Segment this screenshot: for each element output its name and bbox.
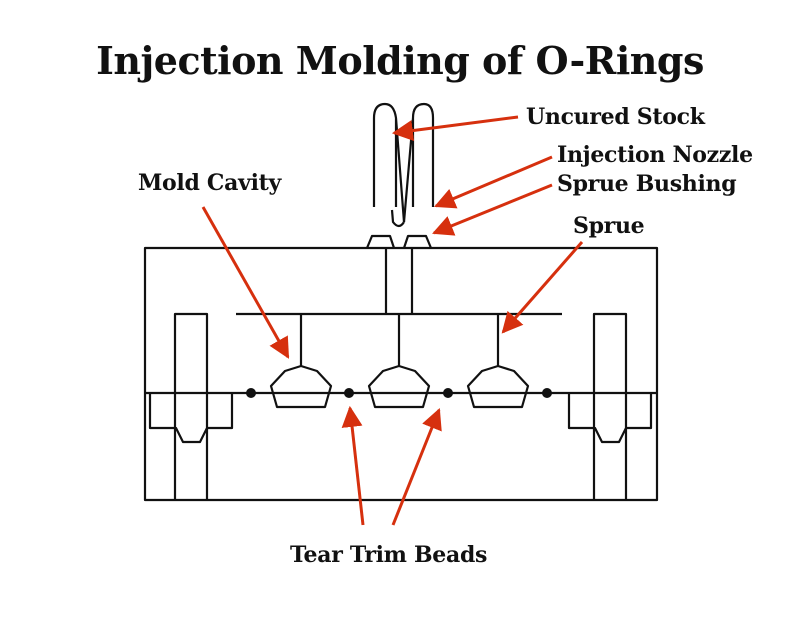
label-sprue-bushing: Sprue Bushing bbox=[557, 171, 737, 197]
arrow-injection-nozzle bbox=[434, 155, 553, 209]
bead-4 bbox=[542, 388, 552, 398]
label-injection-nozzle: Injection Nozzle bbox=[557, 142, 753, 168]
bead-2 bbox=[344, 388, 354, 398]
guide-pin-right bbox=[567, 312, 653, 500]
sprue-bushing bbox=[365, 234, 433, 249]
cavity-3 bbox=[466, 364, 530, 409]
injection-nozzle bbox=[372, 102, 406, 228]
label-mold-cavity: Mold Cavity bbox=[138, 170, 281, 196]
arrow-mold-cavity bbox=[201, 206, 290, 359]
guide-pin-left bbox=[148, 312, 234, 500]
label-tear-trim-beads: Tear Trim Beads bbox=[290, 542, 488, 568]
mold-body bbox=[143, 246, 659, 502]
cavity-2 bbox=[367, 364, 431, 409]
arrow-tear-trim-1 bbox=[341, 405, 365, 526]
label-sprue: Sprue bbox=[573, 213, 645, 239]
tear-trim-beads bbox=[246, 388, 552, 398]
arrow-sprue bbox=[501, 241, 584, 334]
arrow-uncured-stock bbox=[391, 115, 519, 141]
arrow-tear-trim-2 bbox=[391, 408, 442, 526]
arrow-sprue-bushing bbox=[432, 183, 553, 236]
cavity-1 bbox=[269, 364, 333, 409]
diagram-title: Injection Molding of O-Rings bbox=[96, 38, 704, 83]
label-uncured-stock: Uncured Stock bbox=[526, 104, 705, 130]
bead-3 bbox=[443, 388, 453, 398]
bead-1 bbox=[246, 388, 256, 398]
